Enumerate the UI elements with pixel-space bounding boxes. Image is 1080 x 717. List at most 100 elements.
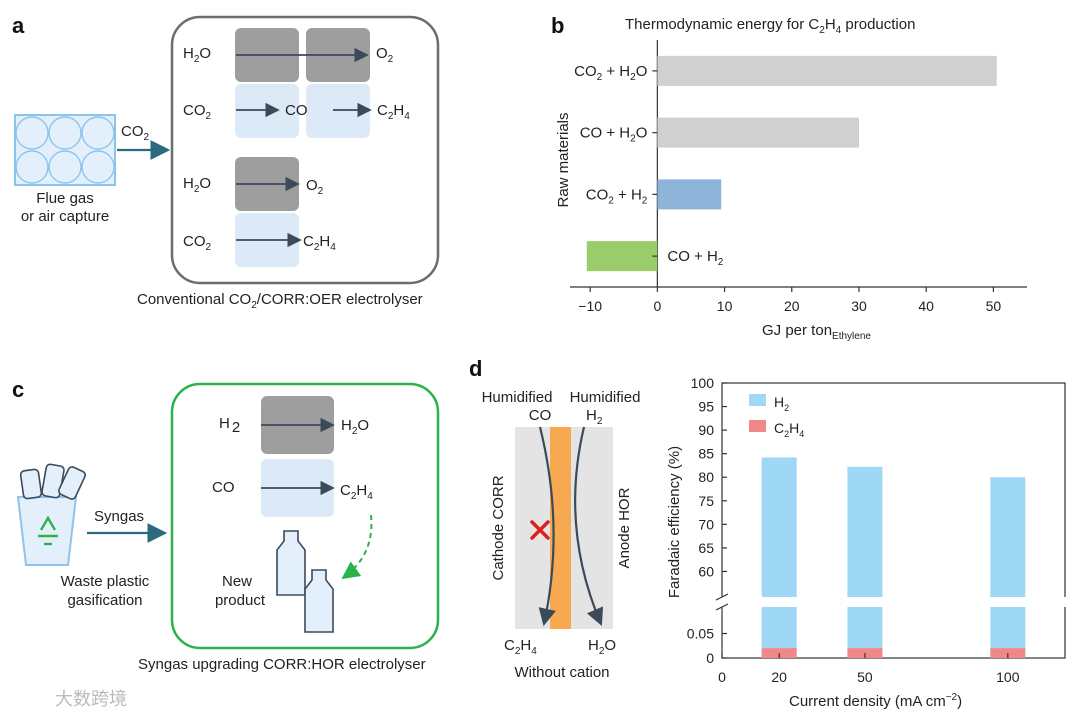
category-label: CO + H2O — [580, 125, 648, 145]
x-tick-label: 20 — [784, 298, 800, 314]
y-tick-label: 75 — [698, 493, 714, 509]
y-tick-label: 60 — [698, 563, 714, 579]
y-tick-label: 0 — [706, 650, 714, 666]
gasification-caption: gasification — [67, 592, 142, 609]
chart-b-xlabel: GJ per tonEthylene — [762, 322, 871, 342]
panel-c-caption: Syngas upgrading CORR:HOR electrolyser — [138, 656, 426, 673]
anode-feed-label: Humidified — [570, 389, 641, 406]
x-tick-label: −10 — [578, 298, 602, 314]
panel-b-label: b — [551, 13, 564, 38]
species-label: H2O — [341, 417, 369, 437]
legend-swatch-c2h4 — [749, 420, 766, 432]
flue-gas-grid-icon — [14, 114, 116, 186]
cathode-flow-arrow — [538, 426, 556, 627]
x-tick-label: 100 — [996, 669, 1020, 685]
cathode-feed-label: Humidified — [482, 389, 553, 406]
anode-feed-species: H2 — [586, 407, 603, 427]
axis-break-gap — [714, 597, 1073, 607]
legend-swatch-h2 — [749, 394, 766, 406]
axis-break-mark — [715, 603, 729, 611]
x-tick-label: 50 — [857, 669, 873, 685]
anode-flow-arrow — [574, 426, 604, 627]
membrane — [550, 427, 571, 629]
bar — [657, 117, 859, 148]
new-product-caption: New — [222, 573, 252, 590]
category-label: CO2 + H2O — [574, 63, 647, 83]
panel-a-label: a — [12, 13, 25, 38]
category-label: CO2 + H2 — [586, 186, 648, 206]
axis-break-mark — [715, 593, 729, 601]
syngas-label: Syngas — [94, 508, 144, 525]
y-tick-label: 90 — [698, 422, 714, 438]
chart-d-xlabel: Current density (mA cm−2) — [789, 692, 962, 710]
species-label: C2H4 — [340, 482, 373, 502]
chart-b-title: Thermodynamic energy for C2H4 production — [625, 16, 915, 36]
chart-b-ylabel: Raw materials — [555, 112, 572, 207]
plastic-bottles-icon — [19, 463, 86, 500]
panel-d-chart: 60 65 70 75 80 85 90 95 100 0 0.05 0 20 50 100 Faradai… — [666, 375, 1073, 710]
anode-hor-label: Anode HOR — [616, 487, 633, 568]
species-label: CO2 — [183, 233, 212, 253]
y-tick-label: 85 — [698, 446, 714, 462]
bar — [657, 179, 722, 210]
x-tick-label: 0 — [718, 669, 726, 685]
species-label: CO — [212, 479, 235, 496]
y-tick-label: 70 — [698, 516, 714, 532]
species-label: O2 — [376, 45, 394, 65]
recycling-bin-icon — [16, 496, 78, 566]
waste-plastic-caption: Waste plastic — [61, 573, 150, 590]
bar-h2-upper — [847, 466, 883, 597]
panel-d-label: d — [469, 356, 482, 381]
species-label: H2O — [183, 45, 211, 65]
bar — [586, 241, 658, 272]
y-tick-label: 80 — [698, 469, 714, 485]
product-caption: product — [215, 592, 266, 609]
y-tick-label: 100 — [691, 375, 715, 391]
panel-a: a CO2 Flue gas or air capture H2O O2 CO2 — [12, 13, 440, 311]
panel-a-caption: Conventional CO2/CORR:OER electrolyser — [137, 291, 423, 311]
species-label: O2 — [306, 177, 324, 197]
bar-h2-upper — [761, 457, 797, 597]
legend-label-c2h4: C2H4 — [774, 420, 804, 439]
cathode-product-label: C2H4 — [504, 637, 537, 657]
anode-product-label: H2O — [588, 637, 616, 657]
product-bottle-icon — [276, 530, 334, 633]
species-label: H2O — [183, 175, 211, 195]
bar-h2-upper — [990, 477, 1026, 597]
legend-label-h2: H2 — [774, 394, 789, 413]
cathode-feed-species: CO — [529, 407, 552, 424]
cathode-cell — [306, 84, 370, 138]
species-label: C2H4 — [303, 233, 336, 253]
y-tick-label: 95 — [698, 399, 714, 415]
chart-d-ylabel: Faradaic efficiency (%) — [666, 446, 683, 598]
y-tick-label: 65 — [698, 540, 714, 556]
panel-d-schematic: d Humidified CO Humidified H2 Cathode CO… — [469, 356, 640, 681]
x-tick-label: 20 — [771, 669, 787, 685]
x-tick-label: 30 — [851, 298, 867, 314]
x-tick-label: 50 — [986, 298, 1002, 314]
electrolyser-box — [170, 15, 440, 285]
bar — [657, 55, 997, 86]
panel-b: b Thermodynamic energy for C2H4 producti… — [551, 13, 1027, 342]
category-label: CO + H2 — [667, 248, 723, 268]
cathode-corr-label: Cathode CORR — [490, 475, 507, 580]
species-label: CO2 — [183, 102, 212, 122]
watermark: 大数跨境 — [55, 689, 127, 710]
x-tick-label: 10 — [717, 298, 733, 314]
plot-frame — [721, 382, 1066, 659]
flue-gas-caption: Flue gas — [36, 190, 94, 207]
panel-c-label: c — [12, 377, 24, 402]
species-label: C2H4 — [377, 102, 410, 122]
chart-d: 60 65 70 75 80 85 90 95 100 0 0.05 0 20 50 100 — [687, 375, 1073, 685]
air-capture-caption: or air capture — [21, 208, 109, 225]
electrolyser-box-green — [170, 382, 440, 650]
product-dashed-arrow — [341, 514, 373, 580]
without-cation-caption: Without cation — [514, 664, 609, 681]
y-tick-label: 0.05 — [687, 626, 714, 642]
x-tick-label: 40 — [918, 298, 934, 314]
blocked-x-icon — [530, 520, 550, 540]
